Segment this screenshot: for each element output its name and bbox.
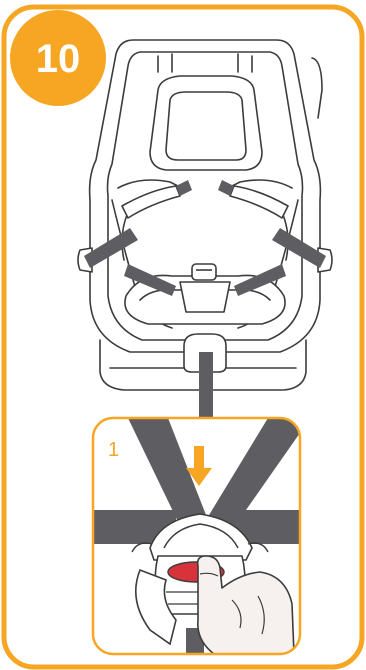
detail-inset: 1	[93, 418, 302, 658]
sub-step-label: 1	[108, 439, 119, 461]
crotch-strap	[199, 352, 213, 418]
step-badge: 10	[10, 10, 106, 106]
step-number: 10	[36, 37, 81, 81]
